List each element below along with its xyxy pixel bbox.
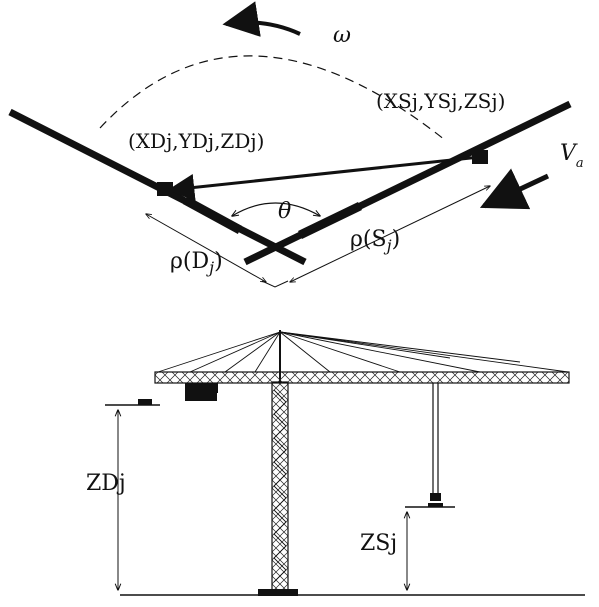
destination-radius-label: ρ(Dj) [170,249,223,277]
rotation-arrow [222,1,301,37]
mast-lacing [273,389,287,583]
counterweight-small [208,383,218,393]
pivot-ticks [261,280,289,288]
tower-base [258,589,298,596]
rotation-label: ω [333,23,351,48]
destination-height-label: ZDj [86,471,126,496]
destination-jib-segment [182,196,243,234]
supply-radius-dimension [290,186,490,282]
angle-arc [232,202,320,216]
angle-label: θ [278,199,291,224]
supply-jib-arm [243,100,572,266]
trolley-path-line [167,155,481,201]
hook-load [428,503,443,507]
destination-radius-dimension [146,214,266,282]
destination-point-node [157,182,173,196]
supply-point-label: (XSj,YSj,ZSj) [376,89,505,113]
velocity-label: Va [560,141,584,171]
destination-point-label: (XDj,YDj,ZDj) [128,129,264,153]
main-jib-cables [279,331,569,373]
elevation-view: ZDj ZSj [86,330,585,596]
counter-jib-cables [157,331,281,373]
plan-view: ω (XDj,YDj,ZDj) (XSj,YSj,ZSj) θ ρ(Dj) ρ(… [8,1,584,288]
swing-arc [99,55,446,141]
velocity-arrow [479,168,550,210]
supply-height-label: ZSj [360,531,397,556]
supply-radius-label: ρ(Sj) [350,227,400,255]
destination-platform-block [138,399,152,405]
main-jib [154,371,570,384]
supply-point-node [472,150,488,164]
hook-block [430,493,441,501]
